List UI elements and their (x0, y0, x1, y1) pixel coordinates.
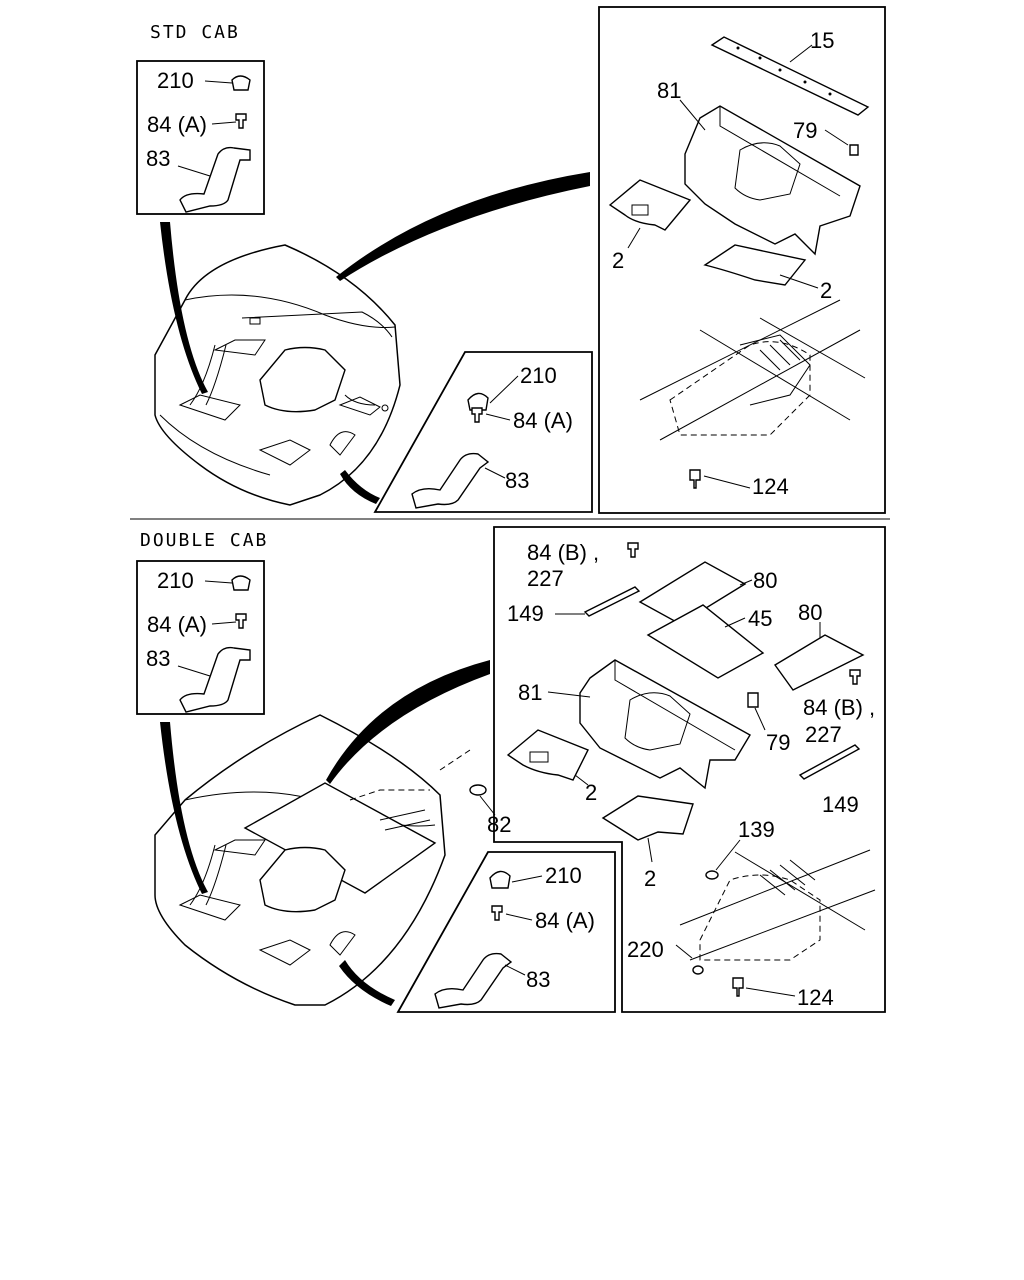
double-label-124: 124 (797, 985, 834, 1010)
double-label-80-right: 80 (798, 600, 822, 625)
std-bottom-label-210: 210 (520, 363, 557, 388)
double-label-84b-right: 84 (B) , (803, 695, 875, 720)
double-bottom-inset: 210 84 (A) 83 (396, 851, 616, 1013)
double-left-inset: 210 84 (A) 83 (136, 560, 265, 715)
double-label-82: 82 (487, 812, 511, 837)
double-pointer-bottom (339, 960, 395, 1006)
bracket-icon (434, 952, 513, 1009)
std-bottom-label-84a: 84 (A) (513, 408, 573, 433)
bracket-icon (179, 646, 251, 713)
std-label-2b: 2 (820, 278, 832, 303)
std-left-label-84a: 84 (A) (147, 112, 207, 137)
part-139 (705, 870, 719, 880)
part-45 (646, 604, 765, 679)
double-label-84b-top: 84 (B) , (527, 540, 599, 565)
part-79 (747, 692, 759, 708)
std-left-label-210: 210 (157, 68, 194, 93)
double-label-80-top: 80 (753, 568, 777, 593)
std-label-15: 15 (810, 28, 834, 53)
double-label-220: 220 (627, 937, 664, 962)
double-label-149-left: 149 (507, 601, 544, 626)
std-label-81: 81 (657, 78, 681, 103)
clip-icon (231, 75, 251, 91)
double-cab-body: 82 (154, 714, 511, 1006)
std-pointer-bottom (340, 470, 380, 504)
double-label-79: 79 (766, 730, 790, 755)
part-2-right (703, 244, 807, 286)
std-left-label-83: 83 (146, 146, 170, 171)
double-bottom-label-210: 210 (545, 863, 582, 888)
double-label-149-right: 149 (822, 792, 859, 817)
double-bottom-label-84a: 84 (A) (535, 908, 595, 933)
part-2-left (608, 179, 692, 231)
double-label-2a: 2 (585, 780, 597, 805)
part-15 (710, 36, 870, 116)
std-bottom-label-83: 83 (505, 468, 529, 493)
part-80-right (773, 634, 865, 691)
part-124 (732, 977, 744, 997)
bolt-icon (491, 905, 503, 921)
clip-icon (231, 575, 251, 591)
bolt-icon (627, 542, 639, 558)
part-81 (684, 105, 861, 256)
bolt-icon (849, 669, 861, 685)
std-label-79: 79 (793, 118, 817, 143)
part-80-top (638, 561, 747, 625)
std-pointer-right (336, 172, 590, 281)
double-left-label-83: 83 (146, 646, 170, 671)
part-2-right (601, 795, 694, 841)
double-bottom-label-83: 83 (526, 967, 550, 992)
part-149-right (798, 744, 861, 780)
std-bottom-inset: 210 84 (A) 83 (373, 351, 593, 513)
std-cab-body (154, 244, 401, 506)
std-left-inset: 210 84 (A) 83 (136, 60, 265, 215)
double-pointer-left (160, 722, 208, 894)
bracket-icon (179, 146, 251, 213)
part-149-left (583, 586, 641, 617)
std-cab-title: STD CAB (150, 22, 240, 43)
double-pointer-right (326, 660, 490, 784)
part-79 (849, 144, 859, 156)
double-label-2b: 2 (644, 866, 656, 891)
double-exploded-panel: 84 (B) , 227 149 80 45 80 84 (B) , 227 1… (493, 526, 886, 1013)
part-124 (689, 469, 701, 489)
double-label-139: 139 (738, 817, 775, 842)
bolt-icon (235, 113, 247, 129)
clip-icon (489, 870, 511, 889)
std-label-124: 124 (752, 474, 789, 499)
part-81 (579, 659, 751, 790)
part-82 (469, 784, 487, 796)
double-left-label-84a: 84 (A) (147, 612, 207, 637)
clip-icon (467, 392, 489, 411)
part-220 (692, 965, 704, 975)
bracket-icon (411, 452, 490, 509)
double-label-227-right: 227 (805, 722, 842, 747)
double-left-label-210: 210 (157, 568, 194, 593)
bolt-icon (471, 407, 483, 423)
std-exploded-panel: 15 81 79 2 2 124 (598, 6, 886, 514)
std-pointer-left (160, 222, 208, 394)
double-label-45: 45 (748, 606, 772, 631)
std-label-2a: 2 (612, 248, 624, 273)
bolt-icon (235, 613, 247, 629)
double-label-227-top: 227 (527, 566, 564, 591)
double-cab-title: DOUBLE CAB (140, 530, 268, 551)
double-label-81: 81 (518, 680, 542, 705)
